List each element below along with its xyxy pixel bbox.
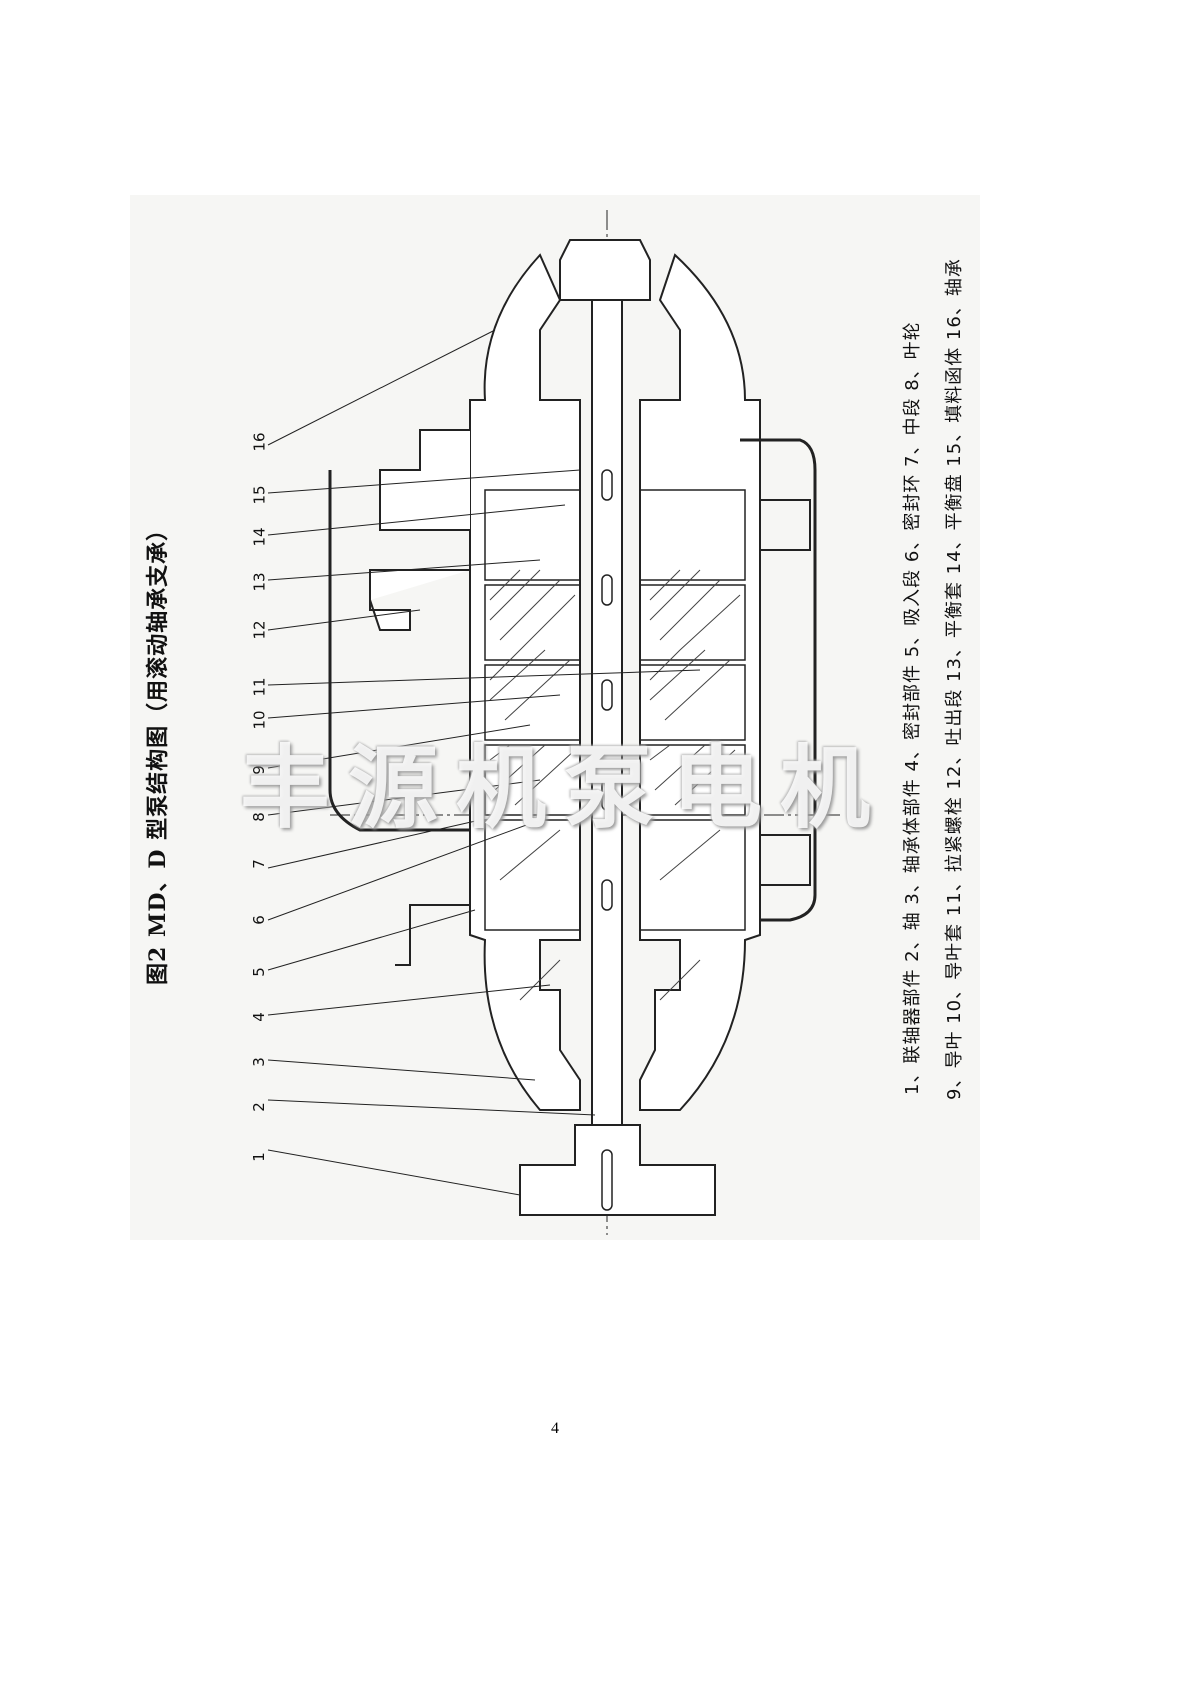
part-number: 3 xyxy=(249,1057,268,1067)
part-number: 16 xyxy=(250,432,269,452)
part-number: 1 xyxy=(249,1152,268,1162)
part-number: 13 xyxy=(250,572,269,592)
page-number: 4 xyxy=(551,1420,559,1437)
part-number: 6 xyxy=(249,915,268,925)
part-number: 7 xyxy=(249,859,268,869)
part-number: 15 xyxy=(250,485,269,505)
part-number: 5 xyxy=(249,967,268,977)
figure-title: 图2 MD、D 型泵结构图（用滚动轴承支承） xyxy=(145,517,171,985)
part-number: 4 xyxy=(249,1012,268,1022)
legend-line-1: 1、联轴器部件 2、轴 3、轴承体部件 4、密封部件 5、吸入段 6、密封环 7… xyxy=(902,321,923,1095)
part-number: 11 xyxy=(250,677,269,697)
watermark: 丰源机泵电机 xyxy=(240,735,888,841)
part-number: 12 xyxy=(250,620,269,640)
part-number: 2 xyxy=(249,1102,268,1112)
part-number: 14 xyxy=(250,527,269,547)
legend-line-2: 9、导叶 10、导叶套 11、拉紧螺栓 12、吐出段 13、平衡套 14、平衡盘… xyxy=(944,258,965,1100)
